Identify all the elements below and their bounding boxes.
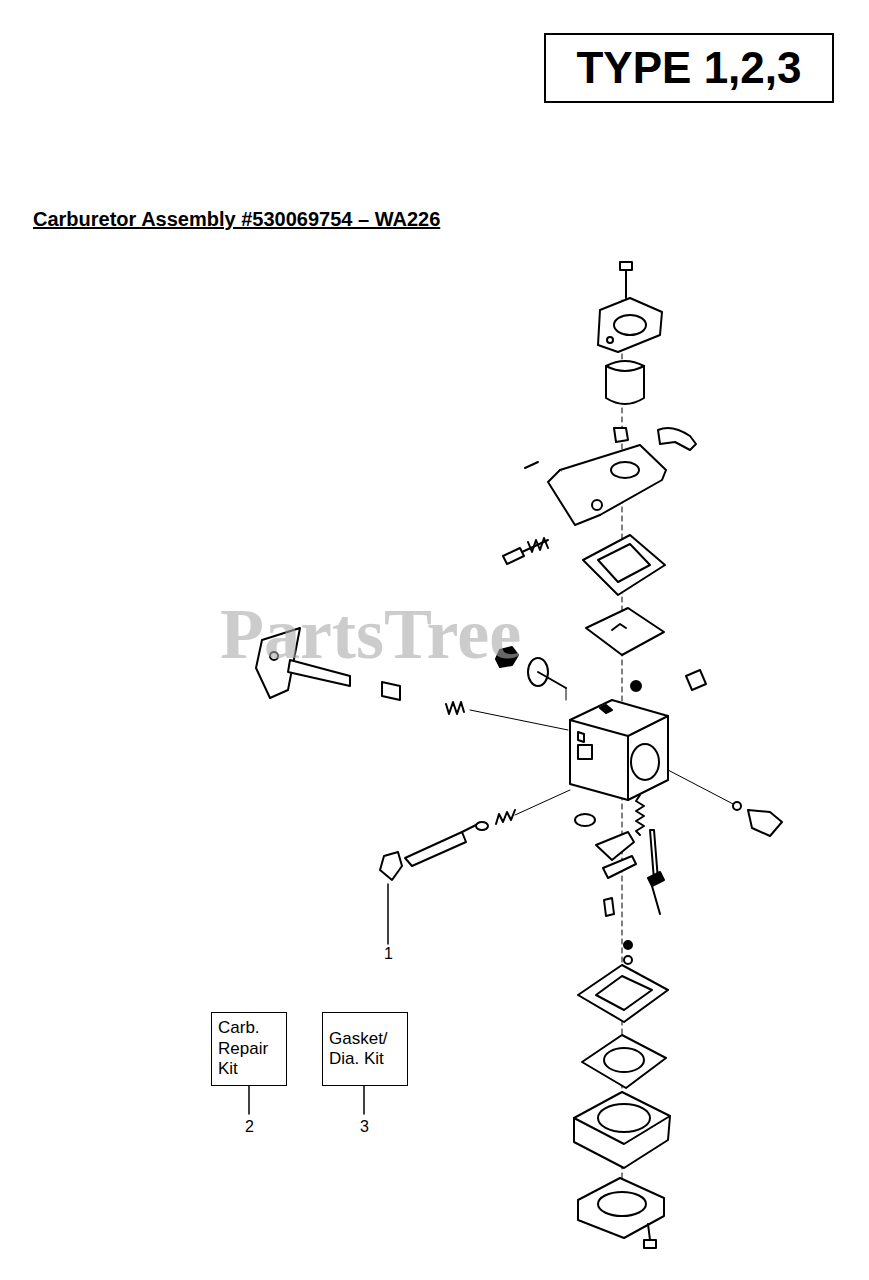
- title: Carburetor Assembly #530069754 – WA226: [33, 208, 440, 231]
- kit-box: Gasket/ Dia. Kit: [322, 1012, 408, 1086]
- box-text: Carb. Repair Kit: [218, 1018, 268, 1079]
- callout-number: 1: [383, 946, 394, 962]
- kit-box: Carb. Repair Kit: [211, 1012, 287, 1086]
- box-text: TYPE 1,2,3: [576, 46, 801, 90]
- callout-number: 2: [244, 1119, 255, 1135]
- callout-number: 3: [359, 1119, 370, 1135]
- box-text: Gasket/ Dia. Kit: [329, 1029, 388, 1070]
- type-box: TYPE 1,2,3: [544, 33, 834, 103]
- watermark: PartsTree: [220, 598, 521, 670]
